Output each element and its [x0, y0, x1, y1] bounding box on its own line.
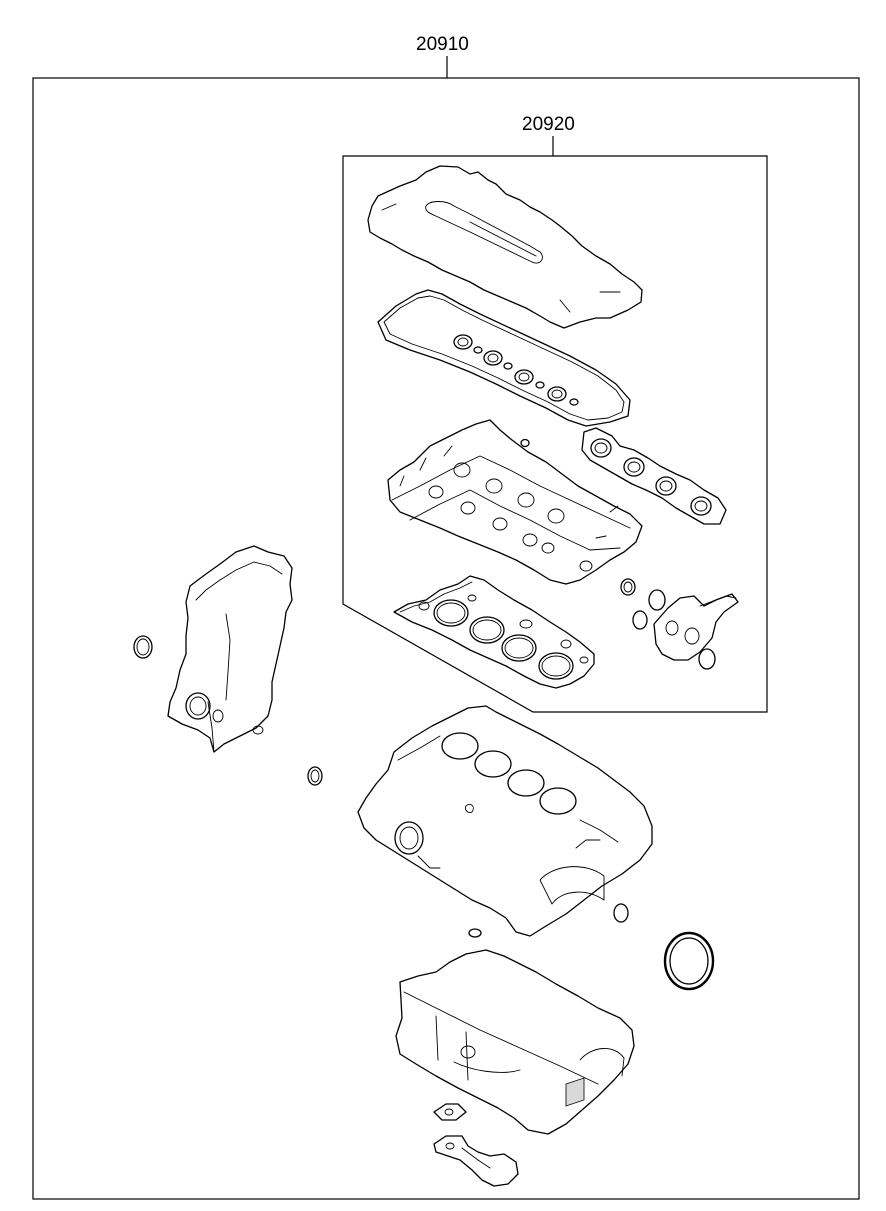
- callout-20920-label[interactable]: 20920: [522, 114, 575, 135]
- water-outlet-o-rings[interactable]: [632, 589, 716, 670]
- outer-kit-frame: [32, 77, 860, 1200]
- callout-20910-label[interactable]: 20910: [416, 34, 469, 55]
- timing-cover-o-ring[interactable]: [307, 766, 323, 786]
- valve-cover-gasket[interactable]: [377, 289, 631, 427]
- oil-strainer: [433, 1135, 519, 1187]
- valve-cover[interactable]: [367, 165, 643, 329]
- inner-kit-frame: [342, 155, 768, 713]
- cylinder-head: [387, 419, 643, 585]
- oil-pressure-switch-seal[interactable]: [613, 903, 629, 923]
- front-crankshaft-oil-seal[interactable]: [133, 635, 153, 659]
- block-drain-o-ring[interactable]: [468, 928, 482, 938]
- cylinder-head-gasket[interactable]: [393, 575, 595, 689]
- thermostat-housing: [653, 593, 739, 661]
- camshaft-oil-seal[interactable]: [620, 578, 636, 596]
- oil-strainer-gasket[interactable]: [433, 1103, 467, 1121]
- small-o-ring-head[interactable]: [520, 438, 530, 448]
- lower-crankcase: [395, 949, 635, 1135]
- rear-crankshaft-oil-seal[interactable]: [663, 931, 715, 991]
- exhaust-manifold-gasket[interactable]: [581, 427, 727, 525]
- spark-plug-tube-seals[interactable]: [453, 334, 579, 406]
- cylinder-block: [357, 705, 653, 937]
- timing-chain-cover: [167, 545, 293, 753]
